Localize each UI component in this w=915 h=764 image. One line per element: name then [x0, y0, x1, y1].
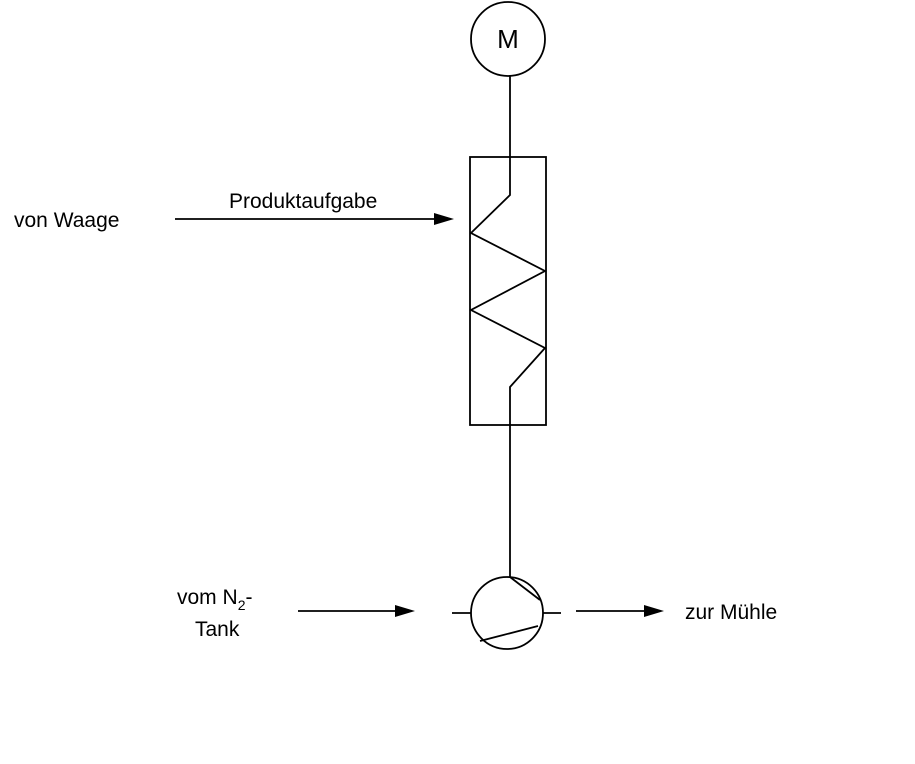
mill-outlet-arrow	[576, 605, 664, 617]
pump-symbol	[452, 576, 561, 650]
mill-outlet-arrow-head	[644, 605, 664, 617]
product-feed-arrow-head	[434, 213, 454, 225]
motor-label: M	[497, 24, 519, 54]
product-feed-label: Produktaufgabe	[229, 190, 377, 213]
n2-inlet-arrow	[298, 605, 415, 617]
vessel-box	[469, 156, 547, 426]
from-n2-subscript: 2	[238, 597, 246, 613]
screw-conveyor-vessel	[469, 156, 547, 426]
from-n2-prefix: vom N	[177, 586, 238, 609]
from-scale-label: von Waage	[14, 209, 119, 232]
from-n2-suffix: -	[245, 586, 252, 609]
n2-inlet-arrow-head	[395, 605, 415, 617]
motor: M	[470, 1, 546, 77]
pump-circle	[470, 576, 544, 650]
pump-lower-line	[479, 625, 539, 642]
from-n2-tank-label: Tank	[195, 618, 240, 641]
product-feed-arrow	[175, 213, 454, 225]
from-n2-label: vom N2-	[177, 586, 252, 613]
motor-circle	[470, 1, 546, 77]
to-mill-label: zur Mühle	[685, 601, 777, 624]
pump-upper-line	[509, 576, 541, 601]
screw-zigzag	[469, 157, 547, 425]
